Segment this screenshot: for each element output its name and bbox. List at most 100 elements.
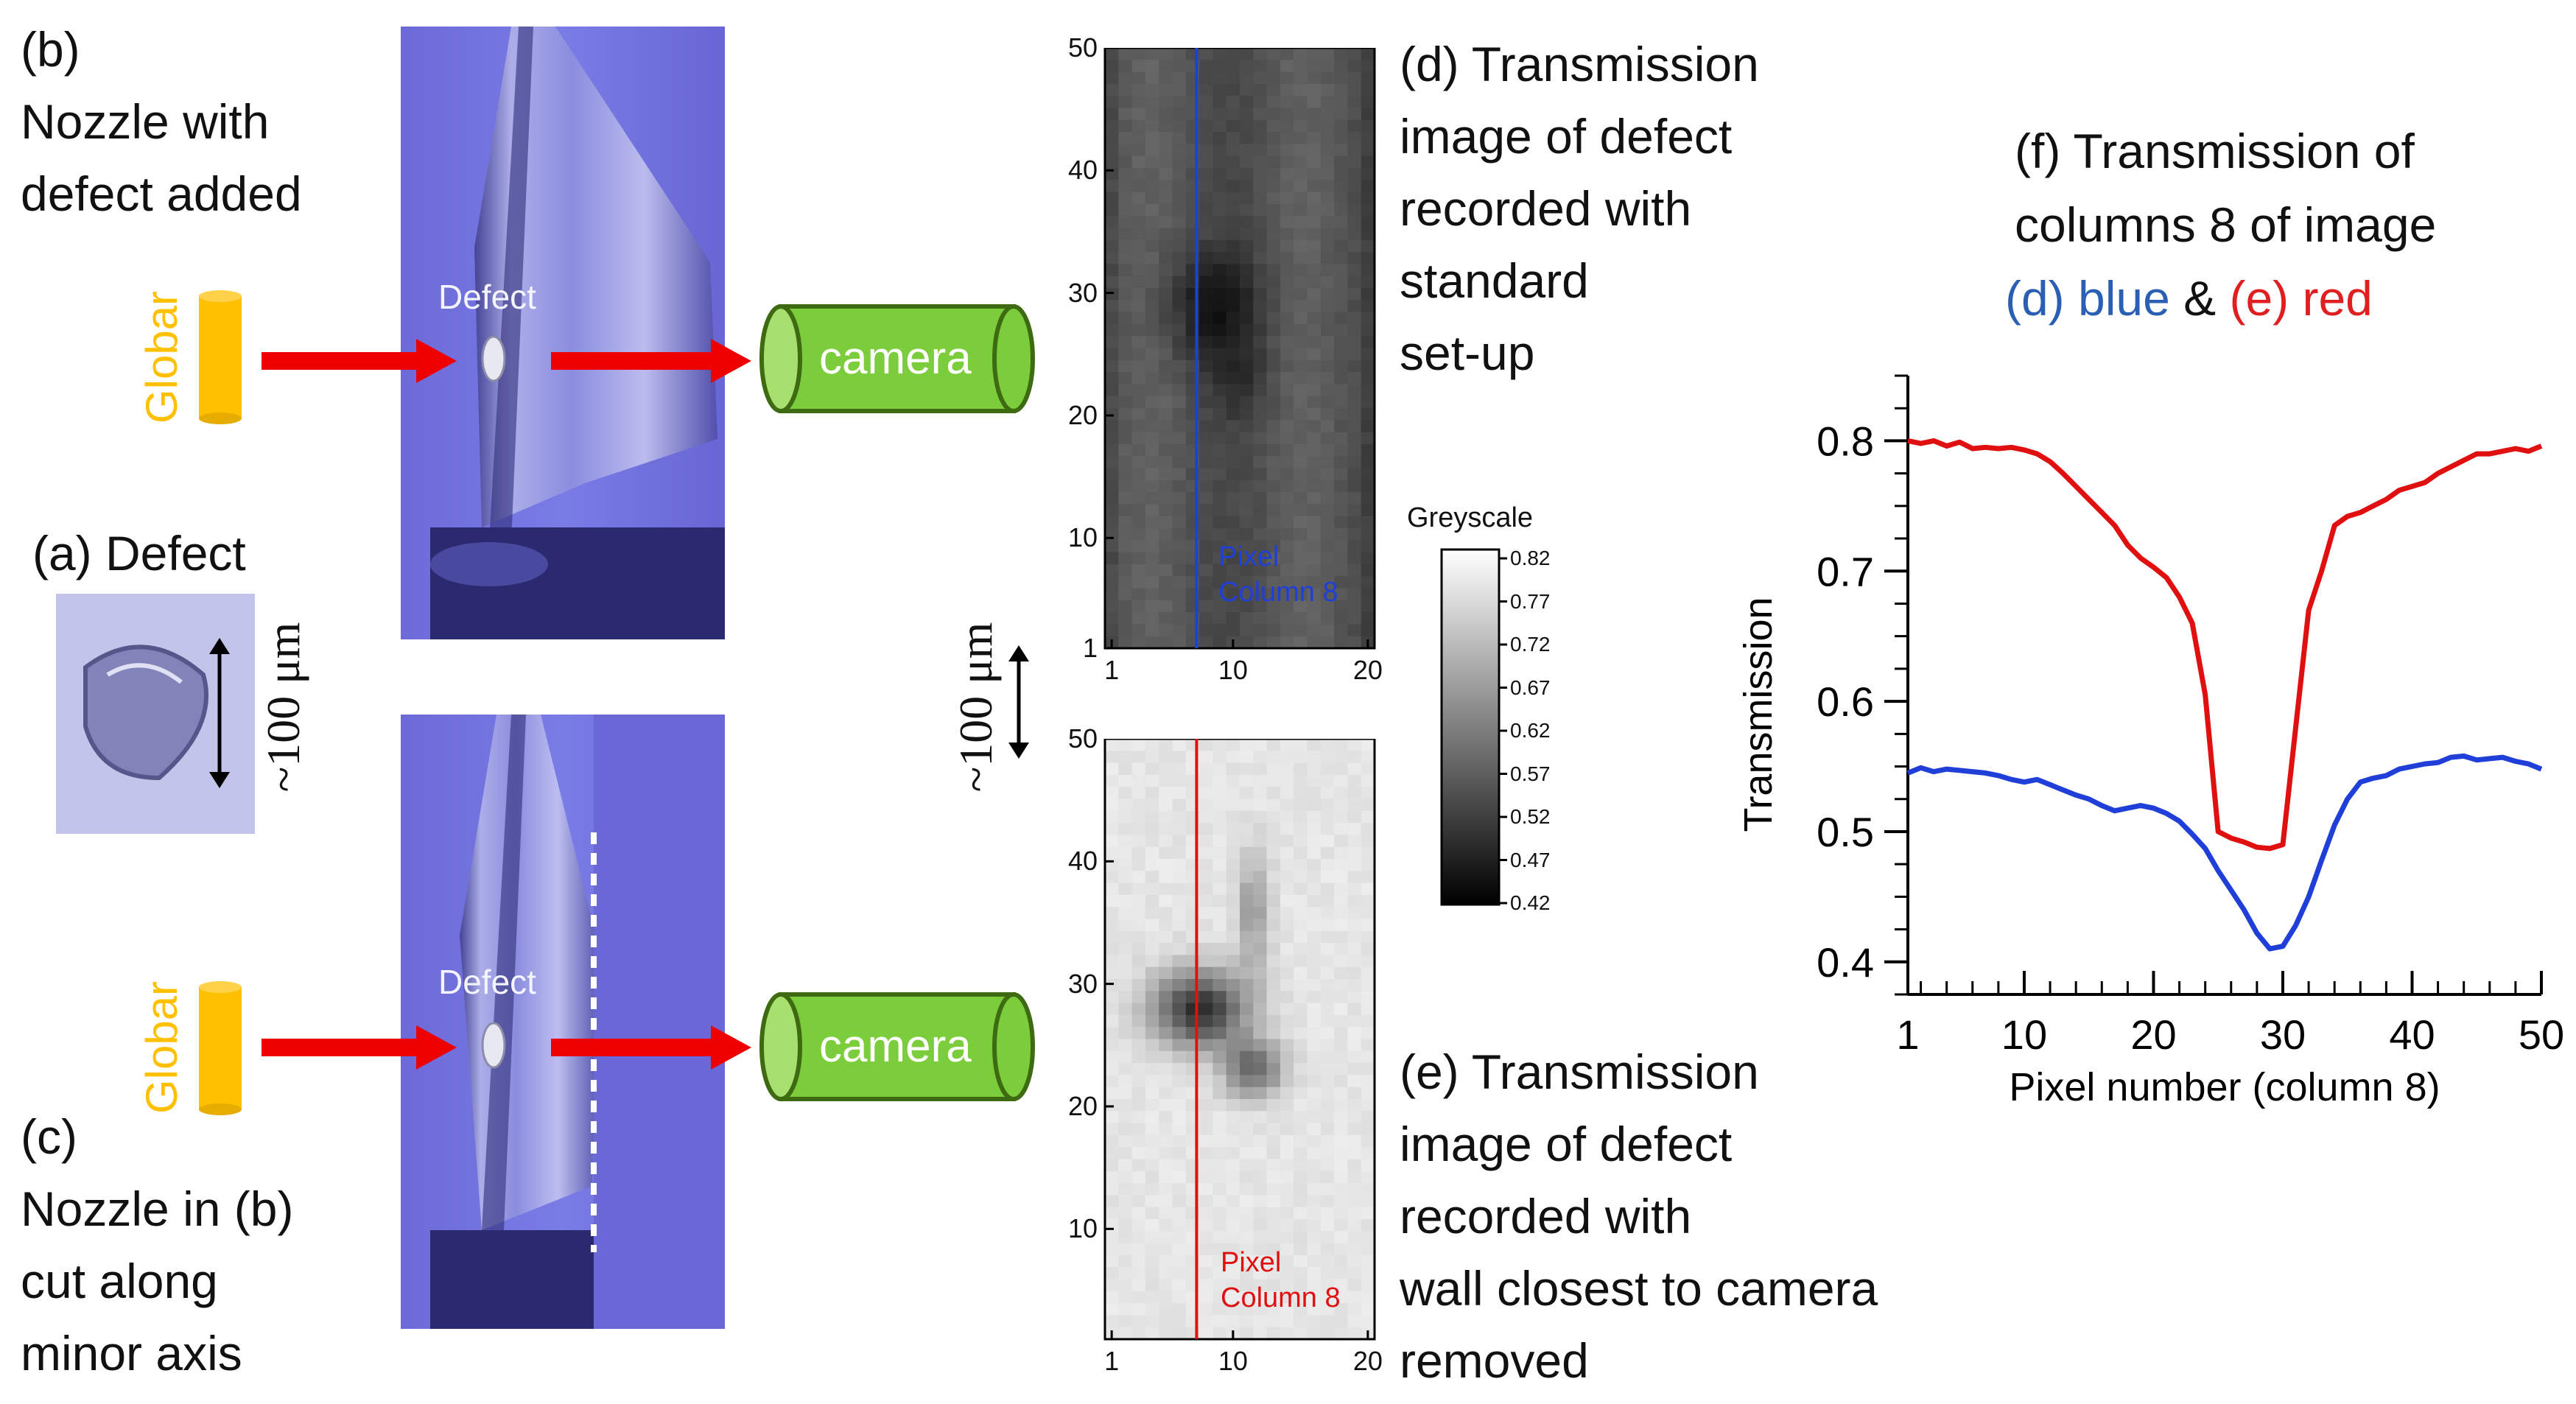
greyscale-tick-label: 0.57 xyxy=(1510,762,1551,785)
panel-c-line: cut along xyxy=(21,1254,218,1308)
legend-amp: & xyxy=(2183,271,2217,326)
panel-f-title-line1: (f) Transmission of xyxy=(2015,124,2415,178)
panel-b-letter: (b) xyxy=(21,22,80,77)
defect-spot-c xyxy=(481,1022,506,1069)
y-tick-label: 20 xyxy=(1067,399,1098,430)
greyscale-title: Greyscale xyxy=(1407,502,1534,533)
y-tick-label: 50 xyxy=(1067,32,1098,63)
y-tick-label: 40 xyxy=(1067,155,1098,186)
x-tick-label: 20 xyxy=(1352,1346,1383,1376)
x-axis-label: Pixel number (column 8) xyxy=(2009,1065,2440,1109)
y-tick-label: 20 xyxy=(1067,1090,1098,1121)
panel-f-title-line3: (d) blue & (e) red xyxy=(2005,274,2373,323)
pixel-column-label-e: Pixel Column 8 xyxy=(1221,1245,1341,1316)
series-line-blue xyxy=(1906,753,2543,952)
greyscale-tick-label: 0.67 xyxy=(1510,675,1551,699)
camera-label-b: camera xyxy=(819,333,972,384)
pixel-label-line: Column 8 xyxy=(1221,1282,1341,1313)
x-tick-label: 10 xyxy=(1218,655,1248,685)
scale-arrow-mid xyxy=(1008,645,1029,759)
y-axis-label: Transmission xyxy=(1736,597,1780,832)
camera-icon-c xyxy=(759,992,1035,1101)
panel-f-title-line2: columns 8 of image xyxy=(2015,197,2437,252)
pixel-label-line: Pixel xyxy=(1218,541,1280,572)
panel-b-line: Nozzle with xyxy=(21,94,270,149)
panel-d-line: set-up xyxy=(1400,326,1535,380)
beam-arrow-in-c xyxy=(262,1025,457,1070)
y-tick-label: 0.7 xyxy=(1817,548,1874,594)
nozzle-photo-b xyxy=(401,27,725,639)
y-tick-label: 1 xyxy=(1082,633,1098,663)
panel-d-line: (d) Transmission xyxy=(1400,37,1759,91)
beam-arrow-in-b xyxy=(262,339,457,383)
beam-arrow-out-c xyxy=(551,1025,751,1070)
beam-arrow-out-b xyxy=(551,339,751,383)
x-tick-label: 40 xyxy=(2389,1011,2435,1058)
x-tick-label: 30 xyxy=(2260,1011,2306,1058)
panel-e-caption: (e) Transmission image of defect recorde… xyxy=(1400,1036,1878,1397)
panel-e-line: (e) Transmission xyxy=(1400,1045,1759,1099)
pixel-label-line: Column 8 xyxy=(1218,577,1338,608)
legend-red-text: (e) red xyxy=(2229,271,2373,326)
panel-d-line: image of defect xyxy=(1400,109,1733,164)
y-tick-label: 0.6 xyxy=(1817,678,1874,725)
greyscale-tick-label: 0.82 xyxy=(1510,547,1551,569)
pixel-label-line: Pixel xyxy=(1221,1247,1282,1278)
panel-c-line: Nozzle in (b) xyxy=(21,1182,294,1236)
pixel-grid xyxy=(1105,48,1375,649)
y-tick-label: 0.4 xyxy=(1817,939,1874,986)
camera-label-c: camera xyxy=(819,1021,972,1072)
scale-arrow-a xyxy=(209,638,230,788)
image-frame xyxy=(1103,48,1376,650)
y-tick-label: 0.8 xyxy=(1817,418,1874,464)
legend-blue-text: (d) blue xyxy=(2005,271,2170,326)
transmission-image-d xyxy=(1103,48,1376,650)
x-tick-label: 20 xyxy=(1352,655,1383,685)
y-tick-label: 50 xyxy=(1067,723,1098,754)
greyscale-tick-label: 0.72 xyxy=(1510,633,1551,656)
transmission-image-e xyxy=(1103,739,1376,1341)
image-frame xyxy=(1103,739,1376,1341)
globar-label-b: Globar xyxy=(137,290,186,424)
panel-d-line: standard xyxy=(1400,253,1589,308)
panel-e-line: wall closest to camera xyxy=(1400,1261,1878,1316)
greyscale-tick-label: 0.42 xyxy=(1510,891,1551,914)
y-tick-label: 10 xyxy=(1067,522,1098,553)
panel-b-line: defect added xyxy=(21,166,302,221)
nozzle-photo-c xyxy=(401,715,725,1329)
pixel-column-label-d: Pixel Column 8 xyxy=(1218,539,1338,610)
greyscale-tick-label: 0.62 xyxy=(1510,719,1551,742)
x-tick-label: 10 xyxy=(1218,1346,1248,1376)
x-tick-label: 1 xyxy=(1104,1346,1120,1376)
pixel-grid xyxy=(1105,739,1375,1340)
panel-a-label: (a) Defect xyxy=(32,526,246,580)
panel-d-line: recorded with xyxy=(1400,181,1692,236)
scale-label-mid: ~100 μm xyxy=(950,622,1002,793)
greyscale-bar xyxy=(1440,548,1507,906)
globar-icon xyxy=(199,981,242,1115)
camera-icon-b xyxy=(759,304,1035,413)
y-tick-label: 30 xyxy=(1067,277,1098,308)
y-tick-label: 40 xyxy=(1067,846,1098,877)
panel-e-line: image of defect xyxy=(1400,1117,1733,1171)
panel-e-line: recorded with xyxy=(1400,1189,1692,1243)
x-tick-label: 50 xyxy=(2519,1011,2564,1058)
y-tick-label: 0.5 xyxy=(1817,809,1874,855)
globar-label-c: Globar xyxy=(137,980,186,1115)
y-tick-label: 30 xyxy=(1067,968,1098,999)
panel-c-line: minor axis xyxy=(21,1326,242,1380)
defect-spot-b xyxy=(481,335,506,382)
defect-micrograph xyxy=(56,594,255,834)
series-line-red xyxy=(1907,438,2543,852)
panel-c-caption: (c) Nozzle in (b) cut along minor axis xyxy=(21,1101,293,1389)
y-tick-label: 10 xyxy=(1067,1213,1098,1244)
scale-label-a: ~100 μm xyxy=(257,622,309,793)
globar-icon xyxy=(199,290,242,424)
defect-label-b: Defect xyxy=(438,278,536,316)
greyscale-tick-label: 0.77 xyxy=(1510,589,1551,613)
greyscale-tick-label: 0.52 xyxy=(1510,805,1551,828)
greyscale-tick-label: 0.47 xyxy=(1510,848,1551,871)
x-tick-label: 10 xyxy=(2001,1011,2047,1058)
defect-label-c: Defect xyxy=(438,963,536,1001)
